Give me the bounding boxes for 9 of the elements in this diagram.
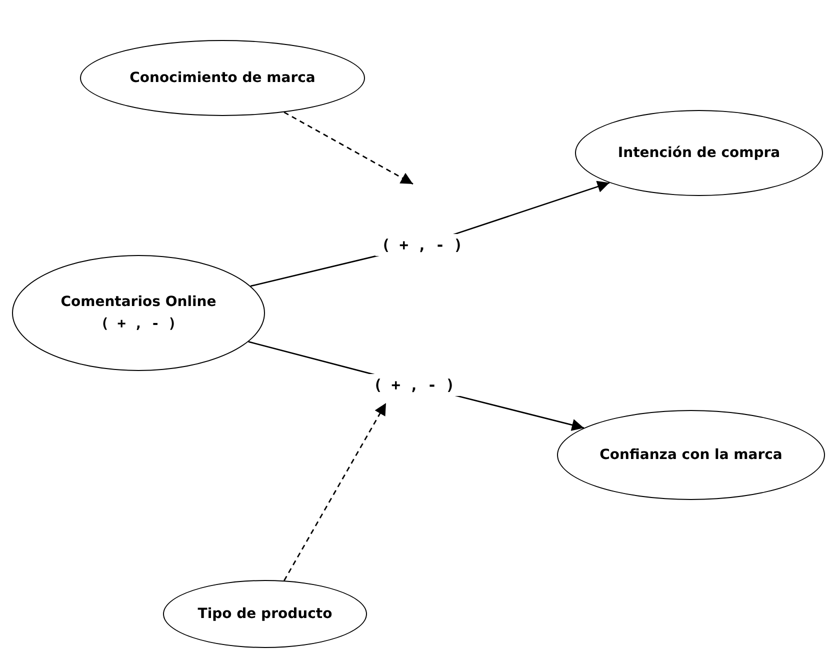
dashed-arrow [284,112,414,185]
edge-label: ( + , - ) [367,374,461,396]
node-label: Tipo de producto [198,605,332,624]
sign-label: ( + , - ) [100,315,176,334]
node-label: Intención de compra [618,144,780,163]
node-label: Confianza con la marca [600,446,782,465]
node-label: Comentarios Online [60,293,216,312]
node-label: Conocimiento de marca [130,69,316,88]
dashed-arrow [284,402,387,581]
